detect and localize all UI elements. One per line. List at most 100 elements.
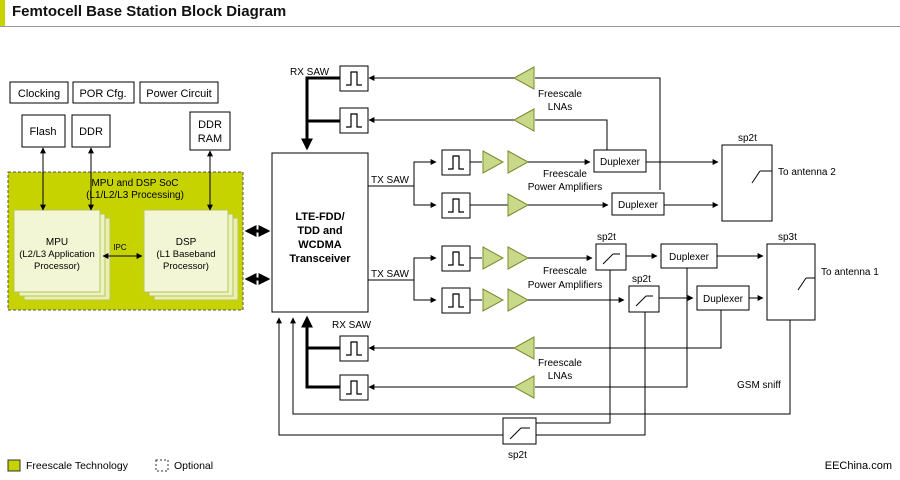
sp2t-bot-1-box: [595, 243, 627, 271]
dsp-label-3: Processor): [163, 261, 209, 272]
tx-saw-top-label: TX SAW: [371, 175, 410, 186]
rx-saw-top-label: RX SAW: [290, 67, 330, 78]
mpu-label-2: (L2/L3 Application: [19, 249, 95, 260]
pa-top-2: [507, 193, 529, 217]
ddr-ram-label-1: DDR: [198, 119, 222, 131]
dsp-label-1: DSP: [176, 237, 197, 248]
transceiver-label-3: WCDMA: [298, 239, 341, 251]
bottom-rx-path: RX SAW Freescale LNAs: [301, 268, 722, 401]
flash-block: [21, 114, 66, 148]
sp2t-bot-2-label: sp2t: [632, 274, 651, 285]
pa-top-label-2: Power Amplifiers: [528, 182, 602, 193]
lnas-top-label-2: LNAs: [548, 102, 572, 113]
feedback-paths: [276, 270, 791, 436]
top-rx-path: RX SAW Freescale LNAs: [290, 65, 661, 190]
dsp-chip: [143, 209, 229, 293]
rx-saw-filter-1: [339, 65, 369, 92]
por-cfg-block: [72, 81, 135, 104]
soc-title-2: (L1/L2/L3 Processing): [86, 190, 184, 201]
duplexer-bot-1: [660, 243, 718, 269]
memory-connections: [40, 147, 213, 211]
legend-freescale-label: Freescale Technology: [26, 460, 129, 472]
sp3t-box: [766, 243, 816, 321]
mpu-label-1: MPU: [46, 237, 68, 248]
rx-lna-1: [513, 66, 535, 90]
sp2t-bot-1-label: sp2t: [597, 232, 616, 243]
sp2t-ant2-box: [721, 144, 773, 222]
transceiver-label-2: TDD and: [297, 225, 342, 237]
transceiver-block: [271, 152, 369, 313]
duplexer-top-2-label: Duplexer: [618, 200, 659, 211]
legend: Freescale Technology Optional: [7, 459, 213, 472]
lnas-top-label-1: Freescale: [538, 89, 582, 100]
pa-top-1a: [482, 150, 504, 174]
transceiver-label-1: LTE-FDD/: [295, 211, 344, 223]
rx-lna-2: [513, 108, 535, 132]
legend-freescale-swatch: [7, 459, 21, 472]
pa-bot-label-1: Freescale: [543, 266, 587, 277]
mpu-chip: [13, 209, 101, 293]
sp2t-bot-2-box: [628, 285, 660, 313]
duplexer-top-1-label: Duplexer: [600, 157, 641, 168]
tx-saw-bottom-label: TX SAW: [371, 269, 410, 280]
bottom-tx-path: TX SAW Freescale Power Amplifiers sp2t s…: [368, 232, 764, 314]
lnas-bottom-label-2: LNAs: [548, 371, 572, 382]
lnas-bottom-label-1: Freescale: [538, 358, 582, 369]
rx-lna-4: [513, 375, 535, 399]
mpu-dsp-soc: MPU and DSP SoC (L1/L2/L3 Processing) MP…: [7, 171, 244, 311]
rx-saw-filter-3: [339, 335, 369, 362]
tx-saw-filter-4: [441, 287, 471, 314]
duplexer-top-1: [593, 149, 647, 173]
power-circuit-label: Power Circuit: [146, 88, 211, 100]
pa-bot-1a: [482, 246, 504, 270]
sp2t-ant2-label: sp2t: [738, 133, 757, 144]
top-tx-path: TX SAW Freescale Power Amplifiers Duplex…: [368, 149, 719, 219]
mpu-label-3: Processor): [34, 261, 80, 272]
antenna-2-label: To antenna 2: [778, 167, 836, 178]
gsm-sniff-label: GSM sniff: [737, 380, 781, 391]
pa-bot-2b: [507, 288, 529, 312]
duplexer-bot-2-label: Duplexer: [703, 294, 744, 305]
transceiver: LTE-FDD/ TDD and WCDMA Transceiver: [271, 152, 369, 313]
tx-saw-filter-3: [441, 245, 471, 272]
title-bar: Femtocell Base Station Block Diagram: [0, 0, 900, 27]
pa-top-label-1: Freescale: [543, 169, 587, 180]
antenna-1-label: To antenna 1: [821, 267, 879, 278]
power-circuit-block: [139, 81, 219, 104]
ipc-label: IPC: [113, 243, 127, 252]
pa-top-1b: [507, 150, 529, 174]
duplexer-bot-2: [696, 285, 750, 311]
transceiver-label-4: Transceiver: [289, 253, 351, 265]
soc-title-1: MPU and DSP SoC: [91, 178, 178, 189]
clocking-label: Clocking: [18, 88, 60, 100]
sp2t-bottom-box: [502, 417, 537, 445]
pa-bot-label-2: Power Amplifiers: [528, 280, 602, 291]
title-accent-bar: [0, 0, 5, 26]
ddr-ram-label-2: RAM: [198, 133, 222, 145]
sp3t-label: sp3t: [778, 232, 797, 243]
ddr-block: [71, 114, 111, 148]
sp2t-bottom: sp2t: [502, 417, 537, 461]
pa-bot-1b: [507, 246, 529, 270]
pa-bot-2a: [482, 288, 504, 312]
top-control-blocks: Clocking POR Cfg. Power Circuit Flash DD…: [9, 81, 231, 151]
rx-saw-filter-2: [339, 107, 369, 134]
clocking-block: [9, 81, 69, 104]
rx-saw-bottom-label: RX SAW: [332, 320, 372, 331]
watermark: EEChina.com: [825, 460, 892, 472]
sp3t-antenna-1: sp3t To antenna 1 GSM sniff: [737, 232, 879, 391]
page-title: Femtocell Base Station Block Diagram: [12, 3, 287, 20]
tx-saw-filter-2: [441, 192, 471, 219]
flash-label: Flash: [30, 126, 57, 138]
ddr-ram-block: [189, 111, 231, 151]
soc-transceiver-links: [244, 225, 271, 285]
legend-optional-label: Optional: [174, 460, 213, 472]
rx-saw-filter-4: [339, 374, 369, 401]
legend-optional-swatch: [155, 459, 169, 472]
sp2t-antenna-2: sp2t To antenna 2: [721, 133, 836, 222]
sp2t-bottom-label: sp2t: [508, 450, 527, 461]
ddr-label: DDR: [79, 126, 103, 138]
duplexer-top-2: [611, 192, 665, 216]
duplexer-bot-1-label: Duplexer: [669, 252, 710, 263]
